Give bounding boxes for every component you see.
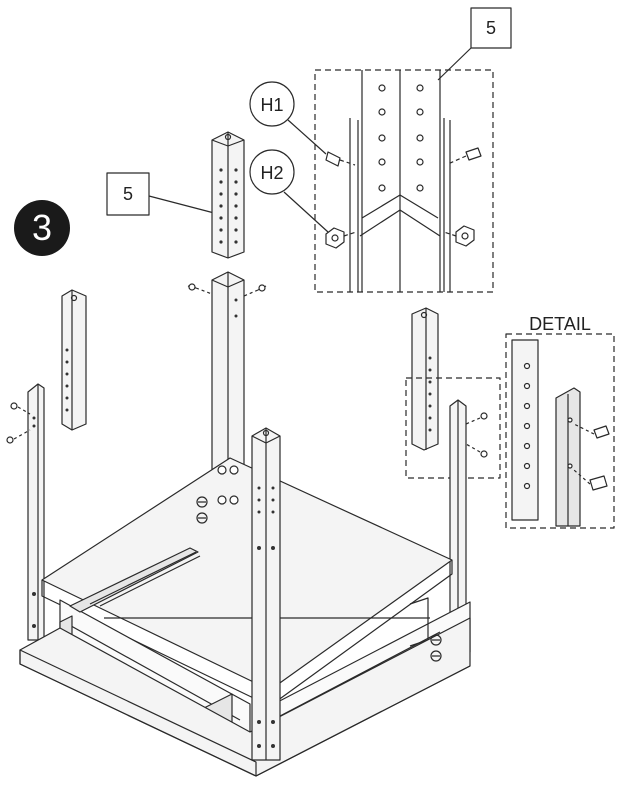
leg-upper-left — [61, 289, 87, 431]
bolt-left — [325, 151, 356, 167]
post-front-center — [251, 427, 281, 761]
post-closeup-box — [314, 69, 494, 293]
hardware-h2-label: H2 — [260, 163, 283, 183]
nut-right — [443, 225, 475, 247]
detail-label: DETAIL — [529, 314, 591, 334]
post-left-front — [27, 383, 45, 641]
bolt-pair-center — [187, 283, 267, 297]
leg-upper-right — [411, 307, 439, 451]
detail-panel: DETAIL — [505, 314, 615, 529]
bolt-pair-right — [465, 412, 488, 458]
callout-5-left: 5 — [106, 172, 219, 216]
bolt-pair-left — [6, 402, 31, 444]
hardware-h1-callout: H1 — [249, 81, 327, 155]
callout-5-top-label: 5 — [486, 18, 496, 38]
leg-upper-center — [211, 131, 245, 259]
hardware-h1-label: H1 — [260, 95, 283, 115]
cabinet-top — [41, 457, 453, 707]
hardware-h2-callout: H2 — [249, 149, 329, 233]
hole-pair-top — [196, 496, 208, 524]
step-number: 3 — [31, 207, 53, 248]
bolt-right — [447, 147, 482, 165]
callout-5-left-label: 5 — [123, 184, 133, 204]
nut-left — [325, 227, 357, 249]
hole-pair-side — [430, 634, 442, 662]
cabinet-base — [19, 617, 471, 777]
step-number-badge: 3 — [14, 200, 70, 256]
callout-5-top: 5 — [437, 7, 512, 81]
